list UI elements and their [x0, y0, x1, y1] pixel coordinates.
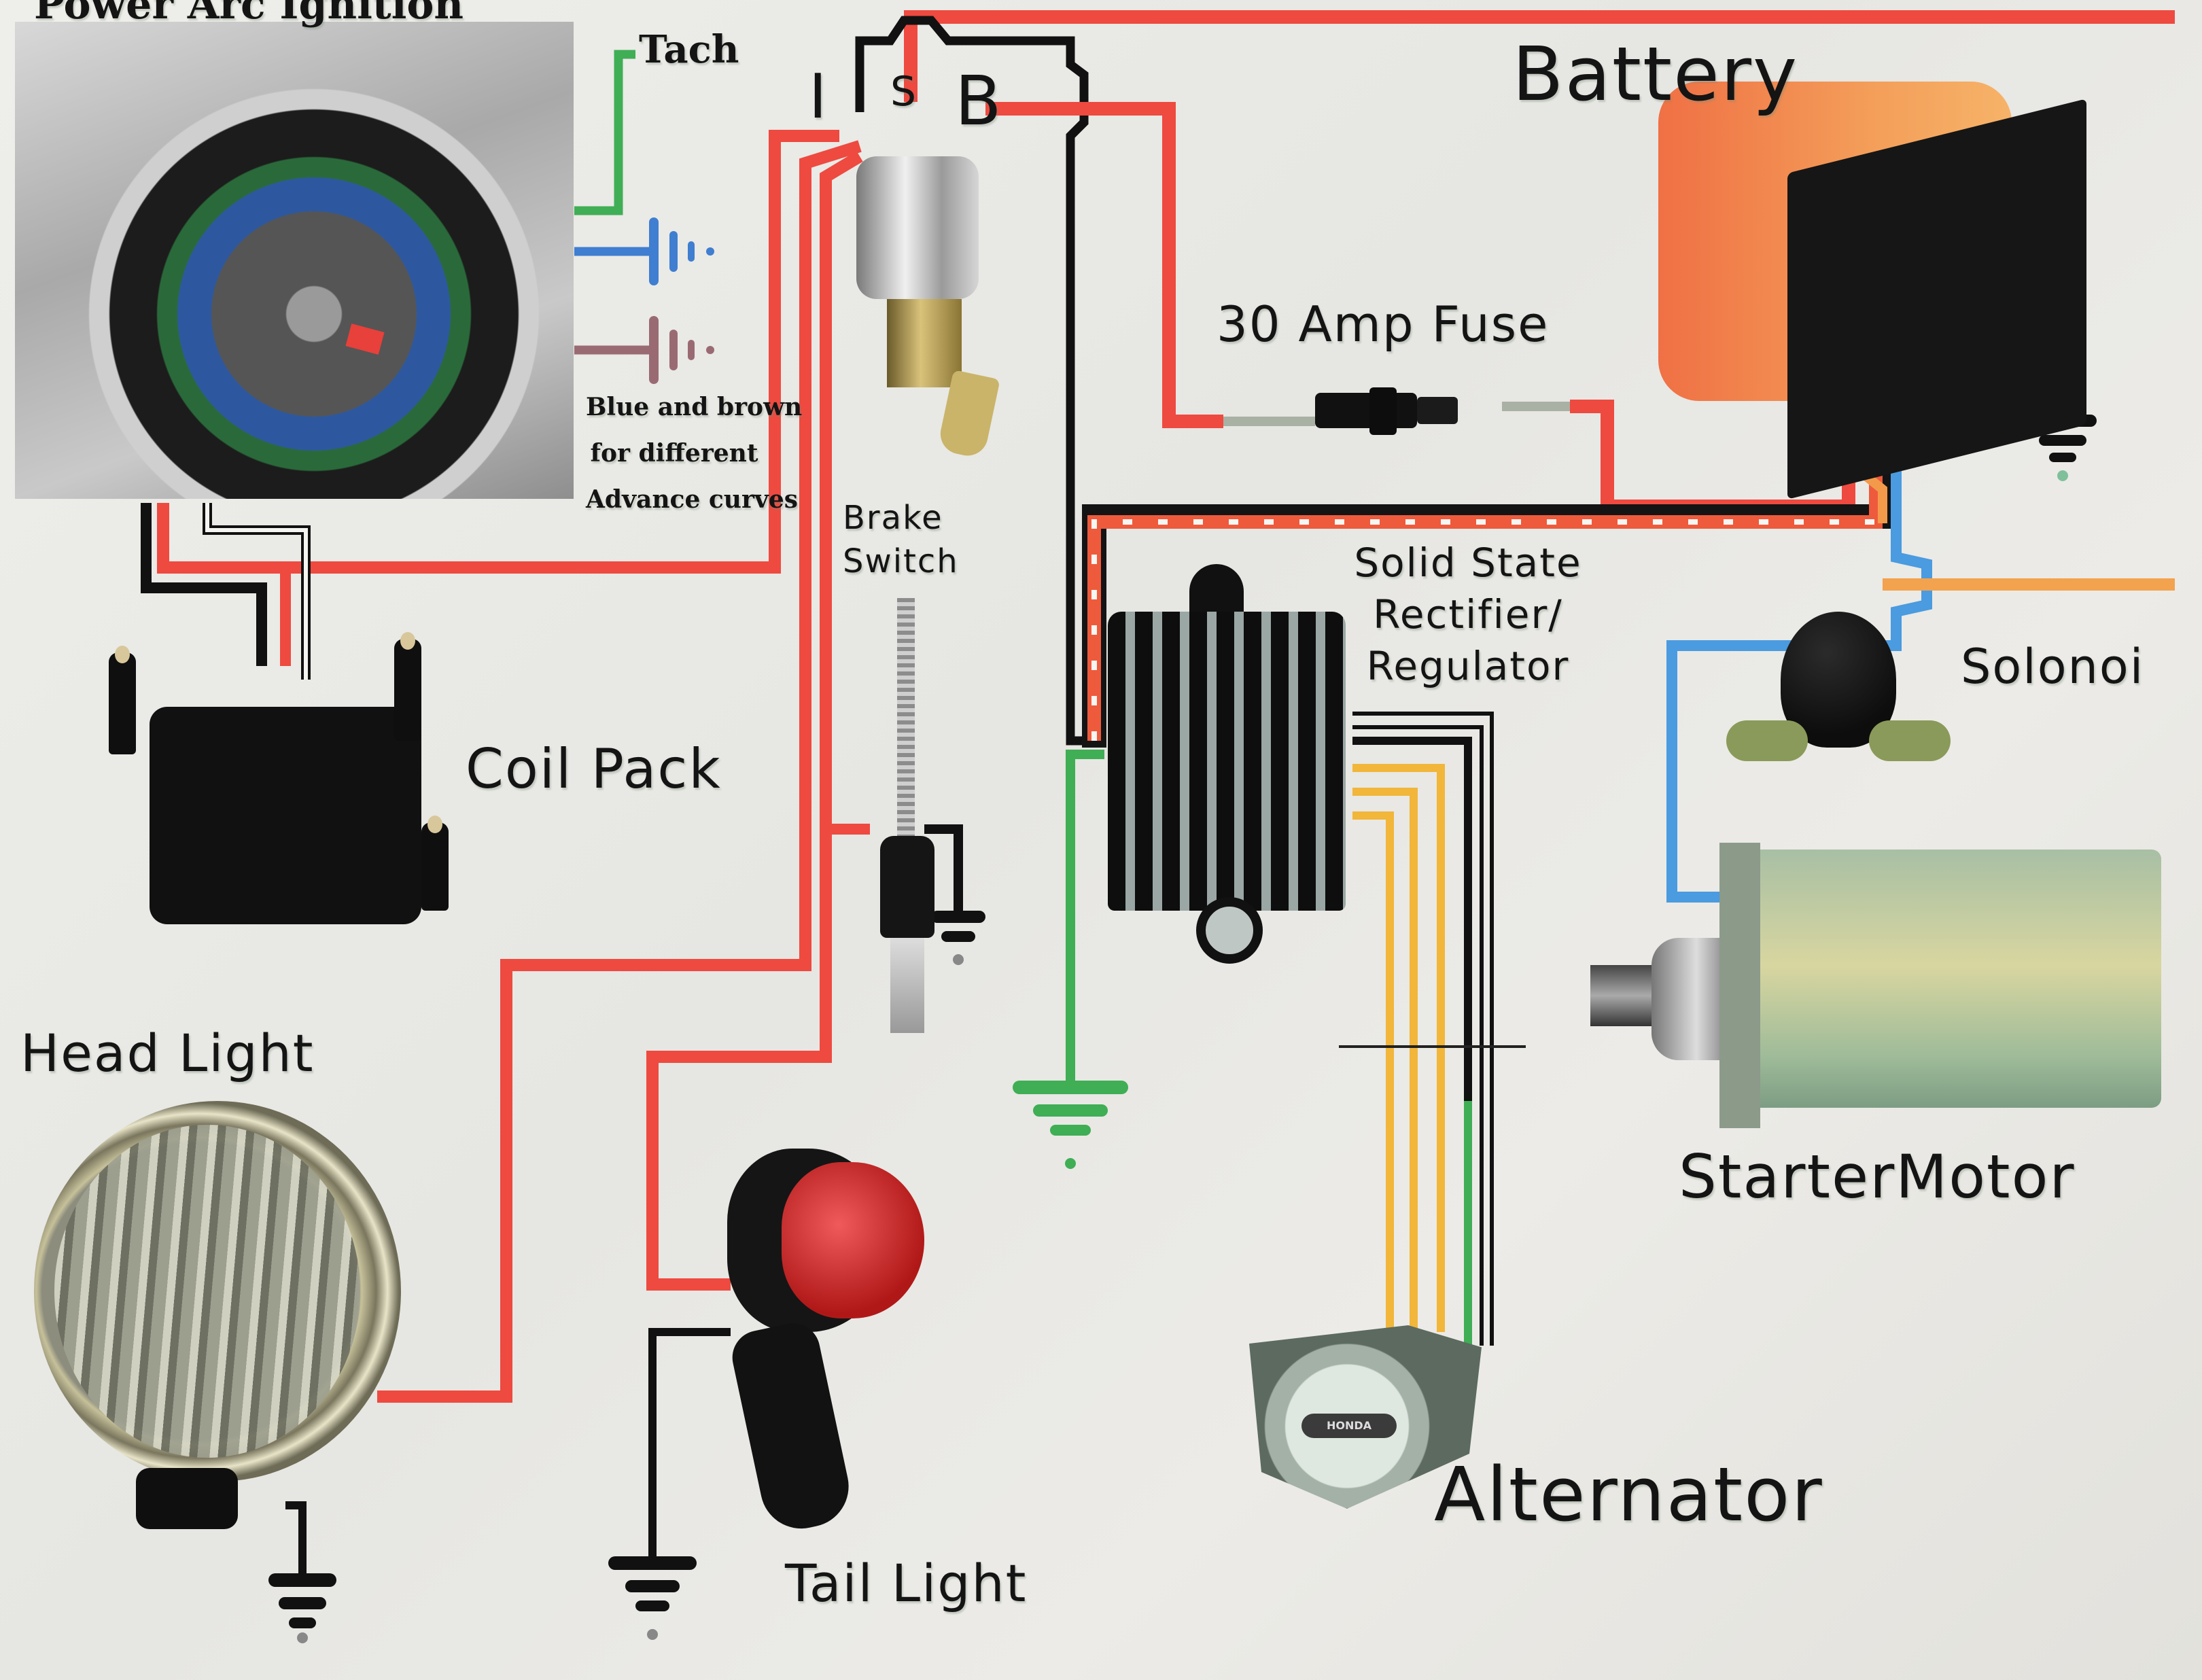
battery — [1652, 61, 2100, 500]
coil-tower-right — [394, 639, 421, 741]
taillight-bracket — [727, 1318, 856, 1537]
label-advance-note: Blue and brown for different Advance cur… — [586, 384, 803, 523]
starter-solenoid — [1726, 571, 1957, 788]
label-battery: Battery — [1512, 31, 1799, 118]
starter-can — [1726, 850, 2161, 1108]
coil-pack — [109, 632, 489, 945]
label-alternator: Alternator — [1434, 1451, 1823, 1538]
label-coil-pack: Coil Pack — [466, 737, 722, 801]
starter-flange — [1719, 843, 1760, 1128]
regulator-line: Regulator — [1366, 643, 1570, 689]
starter-nose — [1652, 938, 1726, 1060]
pickup-rotor-tab — [345, 323, 385, 355]
fuse-holder — [1315, 393, 1417, 428]
advance-note-line: Blue and brown — [586, 393, 803, 421]
key-switch-body — [856, 156, 979, 299]
head-light — [27, 1094, 408, 1529]
advance-brown-terminator — [649, 316, 714, 384]
coil-block — [150, 707, 421, 924]
wire-brake-ground — [924, 824, 963, 911]
regulator-fins — [1108, 612, 1346, 911]
fuse-nose — [1417, 397, 1458, 424]
regulator-line: Solid State — [1354, 540, 1582, 586]
wire-i-terminal-bus — [157, 130, 839, 574]
wire-taillight-feed — [646, 151, 863, 1291]
coil-tower-left — [109, 652, 136, 754]
wire-headlight-ground — [285, 1501, 307, 1577]
wire-starter-blue — [1666, 413, 1932, 903]
terminal-s: S — [890, 68, 918, 116]
coil-tip — [115, 646, 130, 663]
wire-tach-green — [574, 50, 635, 215]
wire-switch-outline-black — [855, 16, 1101, 746]
label-solenoid: Solonoi — [1961, 639, 2145, 695]
starter-motor — [1590, 836, 2175, 1135]
advance-note-line: for different — [590, 439, 758, 468]
ground-symbol-headlight — [268, 1573, 336, 1643]
label-tach: Tach — [639, 27, 739, 72]
wire-harness-dashes — [1091, 519, 1876, 741]
brake-switch-line: Brake — [843, 499, 943, 537]
label-fuse: 30 Amp Fuse — [1217, 296, 1550, 353]
alternator-badge: HONDA — [1301, 1414, 1397, 1438]
wire-ac-yellow-1 — [1352, 764, 1445, 1332]
wire-pickup-white-core — [205, 503, 308, 680]
label-regulator: Solid State Rectifier/ Regulator — [1332, 537, 1604, 692]
ground-symbol-brake — [931, 911, 985, 965]
wire-headlight-feed — [377, 140, 862, 1403]
ground-symbol-taillight — [608, 1556, 697, 1640]
title-power-arc-ignition: Power Arc Ignition — [34, 0, 464, 29]
taillight-lens — [782, 1162, 924, 1318]
regulator-mount-eye — [1196, 897, 1263, 964]
wire-regulator-green-ground — [1066, 750, 1104, 1087]
label-tail-light: Tail Light — [785, 1553, 1028, 1613]
coil-tip — [400, 632, 415, 650]
wire-regulator-black-3 — [1352, 737, 1472, 1101]
fuse — [1315, 387, 1519, 435]
brake-switch-body — [880, 836, 934, 938]
label-brake-switch: Brake Switch — [843, 496, 959, 583]
wire-regulator-black-1 — [1352, 712, 1494, 1346]
ignition-pickup-photo — [15, 22, 574, 499]
brake-switch-line: Switch — [843, 542, 959, 580]
key-switch-barrel — [887, 299, 962, 387]
terminal-b: B — [955, 61, 1003, 141]
wire-taillight-ground — [648, 1328, 731, 1556]
fuse-cap — [1369, 387, 1397, 435]
tail-light — [707, 1135, 951, 1570]
solenoid-foot-right — [1869, 720, 1951, 761]
label-head-light: Head Light — [20, 1023, 315, 1083]
advance-note-line: Advance curves — [586, 485, 799, 514]
alternator: HONDA — [1237, 1312, 1495, 1516]
wire-pickup-black — [141, 503, 267, 666]
advance-blue-terminator — [649, 217, 714, 285]
ground-symbol-regulator — [1013, 1081, 1128, 1169]
label-starter-motor: StarterMotor — [1679, 1142, 2076, 1212]
terminal-i: I — [809, 61, 828, 133]
regulator-line: Rectifier/ — [1373, 591, 1563, 637]
wire-b-to-fuse — [985, 102, 1223, 428]
starter-shaft — [1590, 965, 1652, 1026]
brake-switch — [867, 571, 948, 1047]
headlight-mount — [136, 1468, 238, 1529]
brake-switch-spring — [897, 598, 915, 836]
wire-ac-yellow-3 — [1352, 811, 1394, 1332]
coil-tip — [427, 816, 442, 833]
coil-tower-bottom-right — [421, 822, 449, 911]
solenoid-foot-left — [1726, 720, 1808, 761]
headlight-lens — [54, 1125, 360, 1458]
rectifier-regulator — [1101, 564, 1359, 972]
wire-ac-yellow-2 — [1352, 788, 1418, 1332]
ignition-key-switch — [850, 129, 1006, 469]
wire-regulator-black-2 — [1352, 725, 1484, 1346]
brake-switch-terminal — [890, 938, 924, 1033]
